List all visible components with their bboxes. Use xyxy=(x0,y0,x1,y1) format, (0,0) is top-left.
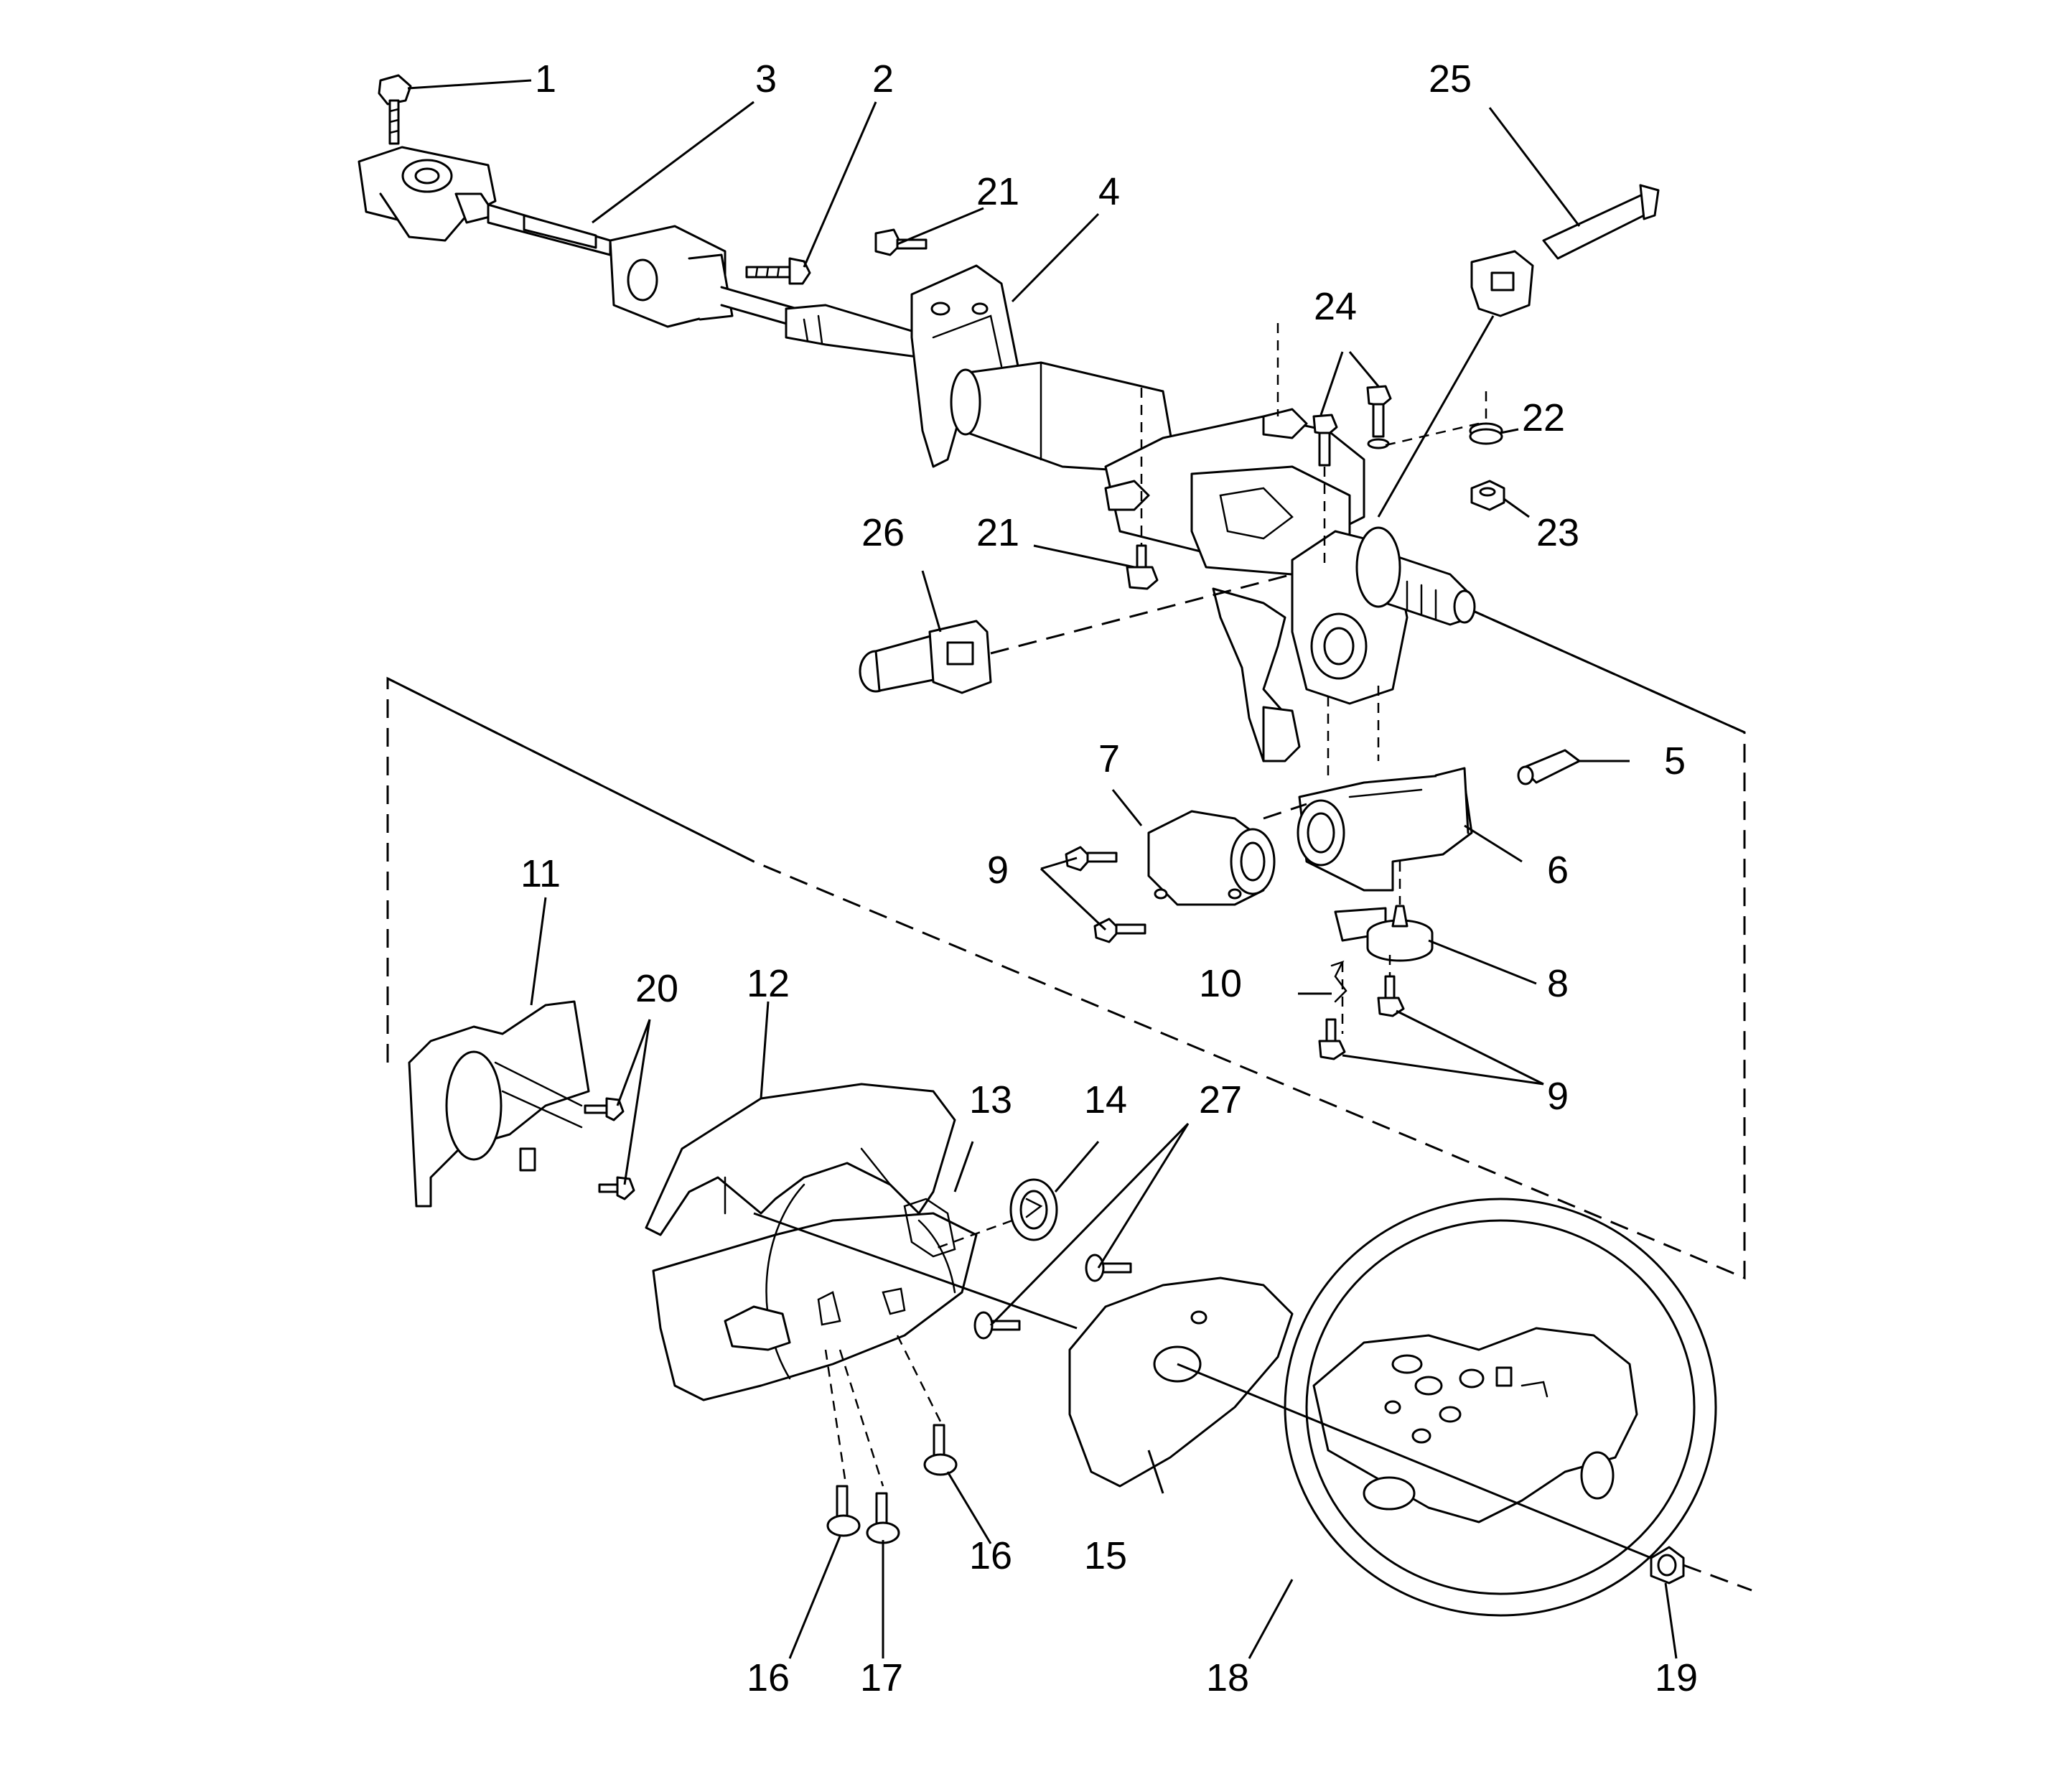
callout-13: 13 xyxy=(969,1078,1012,1121)
shroud-lower xyxy=(652,1183,978,1401)
callout-27: 27 xyxy=(1199,1078,1242,1121)
callout-21-lower: 21 xyxy=(976,511,1019,554)
steering-wheel xyxy=(1284,1198,1717,1617)
callout-9-lower: 9 xyxy=(1547,1075,1569,1118)
callout-15: 15 xyxy=(1084,1534,1127,1577)
column-nut-22 xyxy=(1469,422,1503,445)
steering-column xyxy=(910,264,1476,762)
callout-23: 23 xyxy=(1536,511,1579,554)
callout-20: 20 xyxy=(635,967,678,1010)
explosion-frame xyxy=(386,609,1746,1280)
callout-22: 22 xyxy=(1522,396,1565,439)
centerline xyxy=(753,1212,1752,1592)
callout-25: 25 xyxy=(1429,57,1472,101)
callout-21-upper: 21 xyxy=(976,170,1019,213)
wiper-switch xyxy=(859,573,1293,694)
callout-18: 18 xyxy=(1206,1656,1249,1699)
callout-4: 4 xyxy=(1098,170,1120,213)
column-support xyxy=(408,1000,590,1208)
steering-wheel-nut xyxy=(1650,1546,1685,1585)
callout-leaders xyxy=(407,79,1678,1659)
pinch-bolt-2 xyxy=(745,257,811,285)
callout-5: 5 xyxy=(1664,739,1686,783)
support-screws-20 xyxy=(584,1097,635,1200)
callout-12: 12 xyxy=(747,962,790,1005)
callouts: 1 2 3 4 5 6 7 8 9 9 10 11 12 13 14 15 16… xyxy=(520,57,1698,1699)
clock-spring-clip xyxy=(933,1178,1058,1251)
sensor-clip xyxy=(1330,960,1347,1034)
wheel-back-cover xyxy=(1068,1277,1294,1488)
lock-cylinder xyxy=(1147,803,1307,906)
callout-6: 6 xyxy=(1547,849,1569,892)
callout-16-right: 16 xyxy=(969,1534,1012,1577)
callout-10: 10 xyxy=(1199,962,1242,1005)
multifunction-switch xyxy=(1377,184,1660,518)
sensor-screws-9 xyxy=(1318,955,1405,1060)
callout-2: 2 xyxy=(872,57,894,101)
callout-7: 7 xyxy=(1098,737,1120,780)
callout-14: 14 xyxy=(1084,1078,1127,1121)
callout-17: 17 xyxy=(860,1656,903,1699)
callout-19: 19 xyxy=(1655,1656,1698,1699)
callout-24: 24 xyxy=(1314,285,1357,328)
column-nut-23 xyxy=(1470,480,1505,511)
callout-3: 3 xyxy=(755,57,777,101)
callout-8: 8 xyxy=(1547,962,1569,1005)
shroud-screws xyxy=(824,1335,958,1544)
callout-1: 1 xyxy=(535,57,556,101)
callout-9-upper: 9 xyxy=(987,849,1009,892)
column-mounting-bolts-24 xyxy=(1312,385,1392,467)
column-mounting-bolt-21-lower xyxy=(1126,544,1159,590)
callout-16-left: 16 xyxy=(747,1656,790,1699)
lock-pin-5 xyxy=(1517,749,1581,785)
callout-11: 11 xyxy=(520,852,561,895)
dashed-alignment-lines-column xyxy=(1140,323,1487,775)
intermediate-shaft xyxy=(358,146,963,378)
shroud-upper xyxy=(645,1083,956,1236)
callout-26: 26 xyxy=(861,511,905,554)
lock-housing xyxy=(1297,767,1473,892)
position-sensor xyxy=(1334,862,1434,962)
lock-cylinder-screws-9 xyxy=(1065,846,1146,943)
pinch-bolt-1 xyxy=(378,74,412,145)
